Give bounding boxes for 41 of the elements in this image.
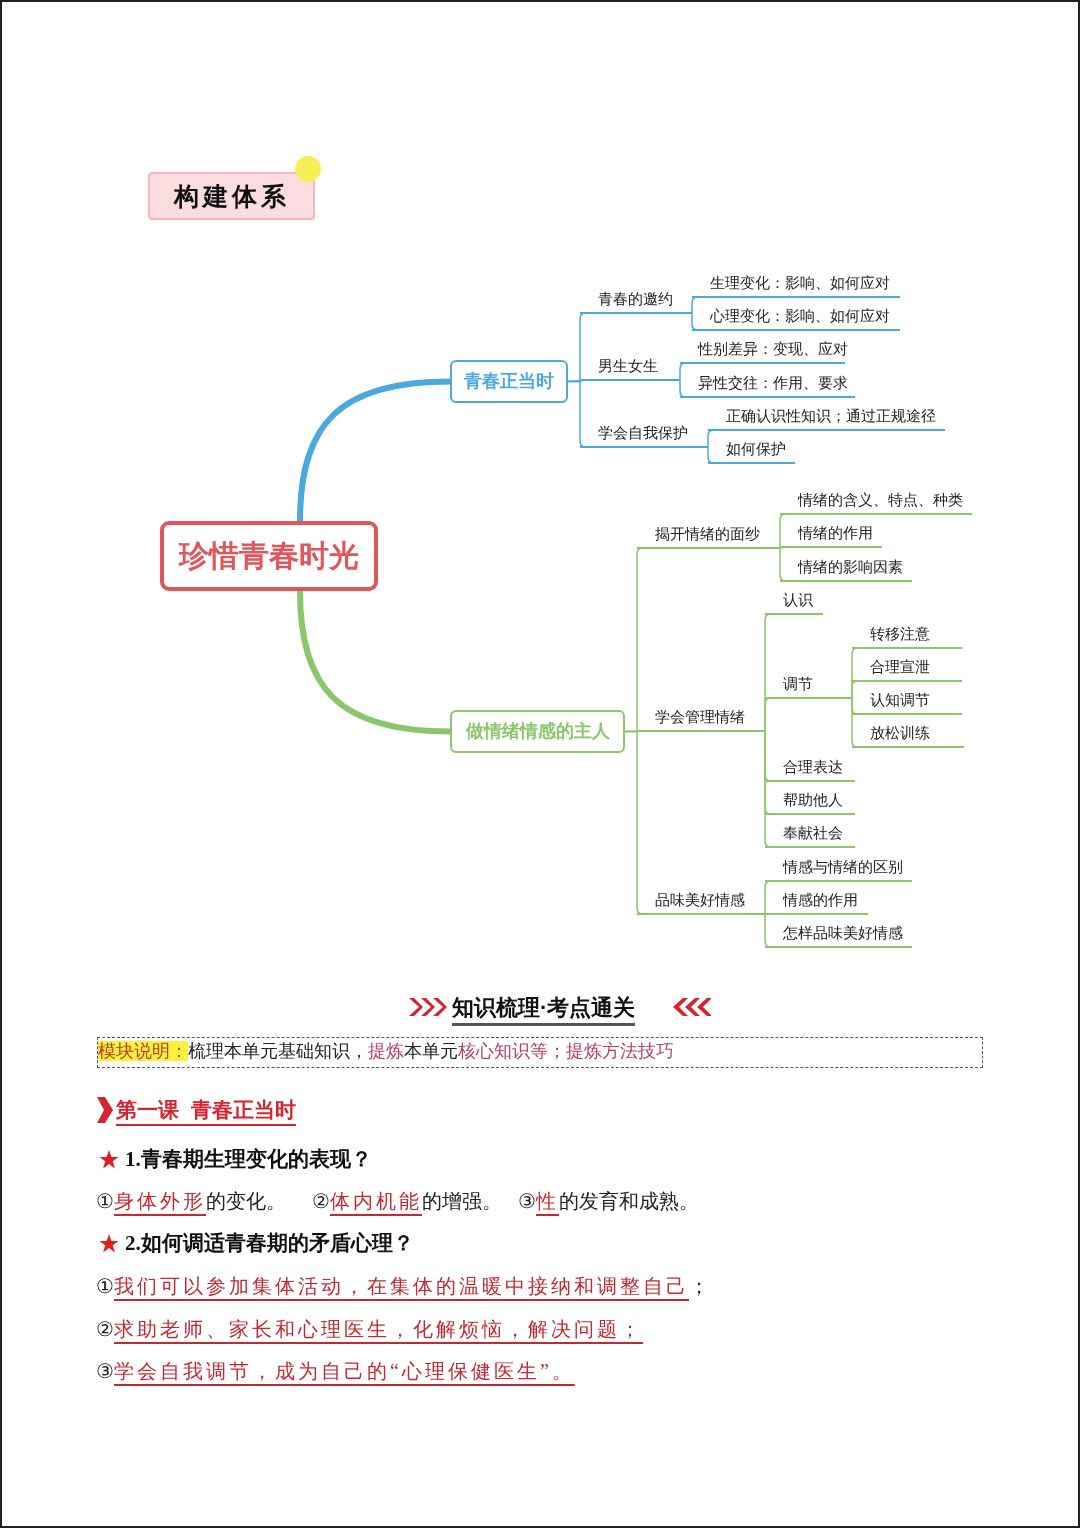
topic-label: 合理宣泄 bbox=[852, 657, 962, 682]
branch-topic-box: 青春正当时 bbox=[450, 360, 568, 403]
topic-label: 放松训练 bbox=[852, 723, 964, 748]
lesson-heading: 第一课 青春正当时 bbox=[116, 1096, 296, 1126]
branch-topic-box: 做情绪情感的主人 bbox=[450, 710, 625, 753]
section-heading: 知识梳理·考点通关 bbox=[452, 994, 636, 1026]
topic-label: 异性交往：作用、要求 bbox=[680, 373, 855, 398]
answer-line: ②求助老师、家长和心理医生，化解烦恼，解决问题； bbox=[96, 1317, 643, 1342]
answer-line: ①我们可以参加集体活动，在集体的温暖中接纳和调整自己； bbox=[96, 1274, 709, 1299]
topic-label: 生理变化：影响、如何应对 bbox=[692, 273, 900, 298]
topic-label: 怎样品味美好情感 bbox=[765, 923, 912, 948]
topic-label: 情感与情绪的区别 bbox=[765, 857, 912, 882]
topic-label: 调节 bbox=[765, 674, 852, 699]
topic-label: 揭开情绪的面纱 bbox=[637, 524, 780, 549]
connector-line bbox=[297, 590, 451, 735]
topic-label: 奉献社会 bbox=[765, 823, 855, 848]
question-text: 1.青春期生理变化的表现？ bbox=[125, 1146, 372, 1173]
answer-line: ③学会自我调节，成为自己的“心理保健医生”。 bbox=[96, 1359, 575, 1384]
topic-label: 男生女生 bbox=[580, 356, 680, 381]
topic-label: 如何保护 bbox=[708, 439, 795, 464]
topic-label: 合理表达 bbox=[765, 757, 855, 782]
topic-label: 情绪的影响因素 bbox=[780, 557, 912, 582]
topic-label: 情绪的作用 bbox=[780, 523, 882, 548]
connector-line bbox=[297, 378, 451, 522]
topic-label: 帮助他人 bbox=[765, 790, 855, 815]
title-badge: 构建体系 bbox=[148, 172, 315, 220]
question-text: 2.如何调适青春期的矛盾心理？ bbox=[125, 1230, 414, 1257]
note-box: 模块说明：梳理本单元基础知识，提炼本单元核心知识等；提炼方法技巧 bbox=[97, 1037, 983, 1068]
answer-line: ①身体外形 的变化。 ②体内机能的增强。 ③性 的发育和成熟。 bbox=[96, 1189, 699, 1214]
topic-label: 学会自我保护 bbox=[580, 423, 708, 448]
topic-label: 心理变化：影响、如何应对 bbox=[692, 306, 900, 331]
topic-label: 青春的邀约 bbox=[580, 289, 692, 314]
topic-label: 学会管理情绪 bbox=[637, 707, 765, 732]
topic-label: 认识 bbox=[765, 590, 823, 615]
topic-label: 情感的作用 bbox=[765, 890, 868, 915]
topic-label: 正确认识性知识；通过正规途径 bbox=[708, 406, 945, 431]
topic-label: 品味美好情感 bbox=[637, 890, 765, 915]
topic-label: 转移注意 bbox=[852, 624, 962, 649]
topic-label: 情绪的含义、特点、种类 bbox=[780, 490, 972, 515]
topic-label: 认知调节 bbox=[852, 690, 962, 715]
central-topic-box: 珍惜青春时光 bbox=[160, 521, 378, 591]
